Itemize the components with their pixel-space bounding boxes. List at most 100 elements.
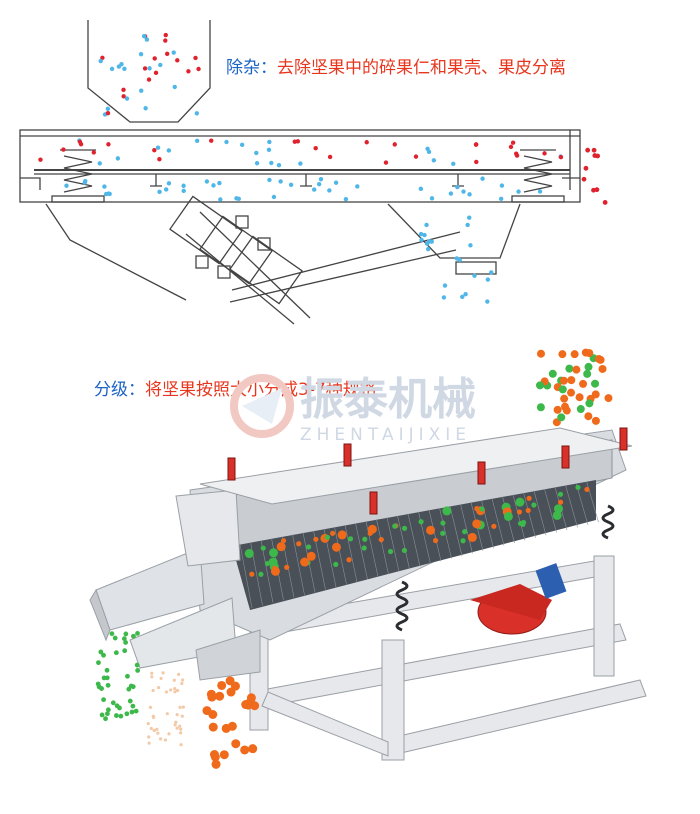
hopper-particle [186, 69, 191, 74]
outlet-particle [465, 222, 470, 228]
grade-green-particle [113, 650, 119, 656]
feed-particle [594, 354, 603, 363]
screen-particle [387, 548, 394, 555]
outlet-particle [454, 256, 460, 261]
watermark-en-text: ZHENTAIJIXIE [300, 425, 471, 445]
machine-springs [395, 504, 615, 632]
grade-fine-particle [149, 726, 153, 731]
deck-particle [298, 161, 303, 166]
fines-particle [218, 197, 223, 202]
grade-green-particle [96, 660, 101, 666]
vibration-motor [470, 563, 567, 635]
oversize-particle [581, 176, 587, 182]
outlet-chute-3 [195, 629, 261, 681]
deck-particle [254, 150, 259, 156]
screen-particle [260, 545, 266, 551]
grade-fine-particle [147, 741, 151, 745]
outlet-particle [441, 295, 447, 300]
outlet-particle [442, 283, 448, 288]
fines-particle [278, 179, 283, 184]
feed-particle [548, 369, 557, 378]
hopper-particle [163, 32, 168, 38]
screen-particle [515, 497, 525, 507]
deck-particle [313, 145, 318, 151]
fines-particle [83, 178, 88, 184]
clamp-handle [561, 445, 570, 469]
deck-particle [392, 142, 397, 147]
screen-particle [557, 499, 564, 505]
deck-particle [413, 154, 419, 159]
grade-fine-particle [174, 720, 178, 724]
outlet-particle [485, 277, 491, 282]
hopper-particle [105, 111, 111, 116]
fines-particle [181, 183, 186, 188]
feed-hopper [87, 20, 211, 123]
screen-particle [313, 536, 319, 542]
grade-fine-particle [178, 705, 182, 709]
grade-green-particle [101, 697, 106, 703]
hopper-particle [139, 88, 144, 93]
clamp-handles [227, 427, 628, 515]
grade-fine-particle [152, 728, 156, 733]
screen-box [19, 129, 581, 203]
outlet-particle [460, 294, 465, 300]
grade-green-particle [98, 649, 104, 655]
oversize-particle [585, 147, 591, 153]
fines-particle [234, 196, 239, 201]
hopper-particle [158, 62, 163, 68]
feed-particle [591, 416, 600, 425]
oversize-particle [591, 187, 596, 193]
hopper-particle [124, 96, 130, 101]
clamp-handle [227, 457, 236, 481]
fines-particle [429, 196, 435, 201]
hopper-particle [175, 58, 180, 63]
screen-particle [442, 506, 452, 516]
hopper-particle [171, 50, 176, 55]
deck-particle [558, 154, 564, 160]
hopper-particle [152, 56, 157, 61]
feed-particle [584, 412, 593, 421]
deck-particle [364, 140, 369, 145]
grade-fine-particle [148, 705, 153, 709]
grade-green-particle [134, 662, 140, 668]
screen-particle [367, 530, 373, 536]
deck-particle [327, 154, 333, 160]
grade-green-particle [122, 648, 128, 654]
feed-particle [553, 405, 562, 414]
impurity-removal-label: 除杂 [226, 58, 260, 78]
fines-particle [211, 183, 216, 188]
deck-particle [239, 142, 245, 147]
grade-orange-particle [210, 752, 220, 762]
feed-particle [559, 376, 568, 385]
fines-particle [217, 180, 222, 186]
screen-particle [517, 520, 524, 527]
deck-particle [224, 139, 229, 145]
grade-green-particle [118, 713, 124, 719]
screen-particle [526, 495, 532, 501]
deck-particle [166, 148, 172, 153]
screen-particle [479, 506, 485, 512]
screen-particle [462, 529, 468, 535]
deck-particle [276, 162, 282, 168]
fines-particle [181, 188, 186, 194]
grade-fine-particle [163, 738, 168, 742]
grade-green-particle [123, 631, 129, 637]
grade-fine-particle [150, 671, 154, 675]
feed-particle [567, 376, 576, 385]
right-spring [511, 149, 565, 203]
deck-particle [267, 139, 272, 145]
outlet-particle [489, 270, 494, 275]
screen-particle [531, 502, 537, 508]
fines-particle [166, 181, 172, 186]
clamp-handle [619, 427, 628, 451]
deck-particle [426, 149, 432, 155]
grade-fine-particle [176, 672, 181, 676]
feed-particle [570, 350, 579, 359]
grade-orange-particle [211, 759, 221, 769]
fines-particle [204, 179, 210, 184]
hopper-particle [121, 87, 126, 93]
grade-fine-particle [173, 690, 177, 694]
oversize-particle [583, 165, 589, 171]
screen-particle [269, 548, 279, 558]
deck-particle [38, 157, 43, 162]
